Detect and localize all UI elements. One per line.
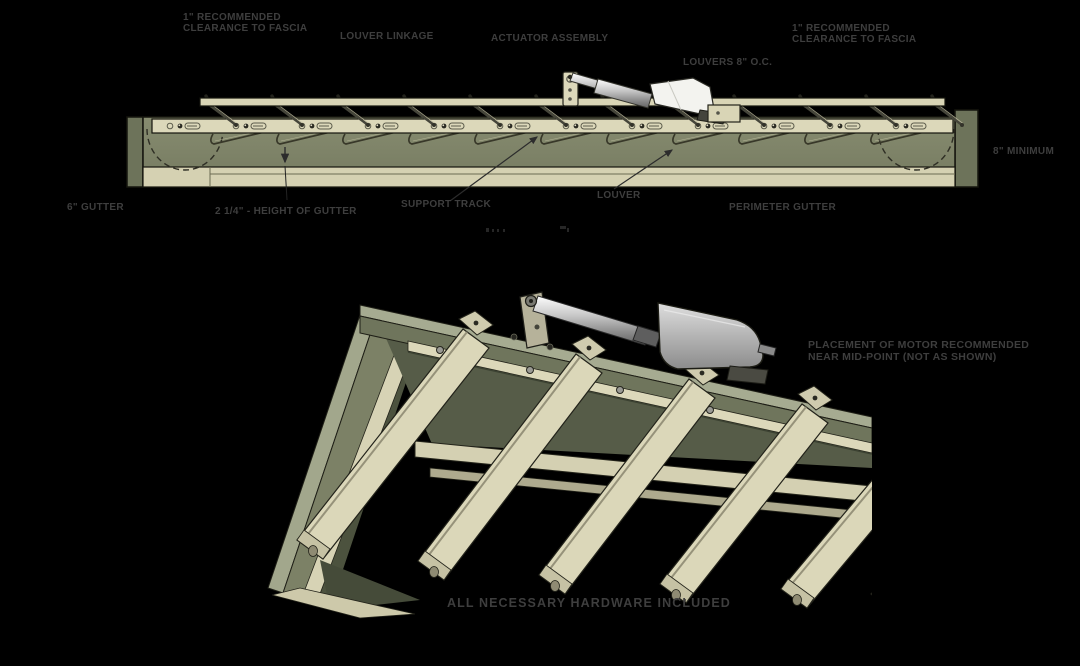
label-line: CLEARANCE TO FASCIA [183,23,308,34]
iso-louver-blade [417,335,607,581]
label-minimum-depth: 8" MINIMUM [993,146,1055,157]
louver-swing-arc-left [146,128,224,171]
louver-swing-arc-right [877,128,955,171]
fascia-left-strip [126,116,144,188]
label-perimeter-gutter: PERIMETER GUTTER [729,202,837,213]
label-gutter-height: 2 1/4" - HEIGHT OF GUTTER [215,206,357,217]
actuator-assembly-section [562,71,741,125]
leader-support-track [449,136,538,202]
label-louver: LOUVER [597,190,641,201]
iso-louver-blade [780,479,872,609]
iso-actuator-cylinder [532,295,651,346]
iso-louver-blade [870,592,872,596]
iso-louver-blade [659,385,833,604]
iso-gutter-floor [271,587,416,619]
actuator-motor-housing [649,77,715,115]
label-actuator-assembly: ACTUATOR ASSEMBLY [491,33,609,44]
label-line: 1" RECOMMENDED [183,12,281,23]
section-view [126,71,979,232]
perimeter-gutter-strip [142,166,956,188]
leader-gutter-height [280,147,290,201]
iso-louver-blade [538,360,720,595]
label-line: CLEARANCE TO FASCIA [792,34,917,45]
iso-actuator-assembly [510,291,777,385]
leader-louver [613,149,673,190]
label-line: 1" RECOMMENDED [792,23,890,34]
iso-support-track [407,340,872,454]
iso-view [267,291,872,619]
faint-caption-remnants [486,226,569,232]
label-support-track: SUPPORT TRACK [401,199,492,210]
label-louver-linkage: LOUVER LINKAGE [340,31,434,42]
support-track-strip [151,118,954,134]
label-clearance-left: 1" RECOMMENDED CLEARANCE TO FASCIA [183,12,307,34]
motor-mount-box [707,104,741,123]
label-louvers-oc: LOUVERS 8" O.C. [683,57,773,68]
label-line: PLACEMENT OF MOTOR RECOMMENDED [808,339,1030,351]
iso-louver-blade [296,310,494,560]
label-motor-placement: PLACEMENT OF MOTOR RECOMMENDED NEAR MID-… [808,339,1030,363]
actuator-cylinder [593,78,653,109]
label-gutter-size: 6" GUTTER [67,202,124,213]
label-clearance-right: 1" RECOMMENDED CLEARANCE TO FASCIA [792,23,916,45]
iso-gutter-shadow [320,560,420,610]
iso-motor-mount [726,365,769,385]
label-hardware-note: ALL NECESSARY HARDWARE INCLUDED [447,596,731,610]
iso-motor-housing [657,302,764,370]
label-line: NEAR MID-POINT (NOT AS SHOWN) [808,350,997,363]
